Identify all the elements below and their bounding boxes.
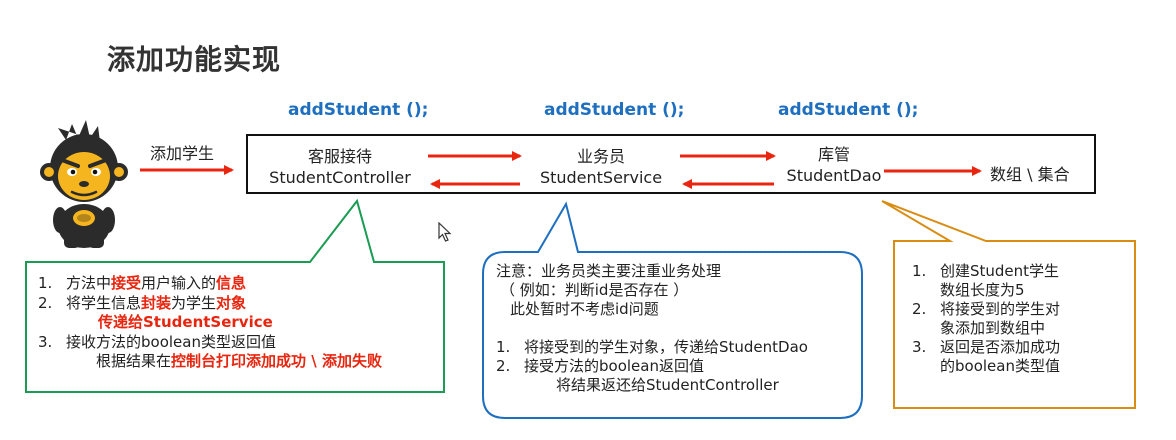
note-line: 注意：业务员类主要注重业务处理 xyxy=(496,262,722,280)
list-item: 3. 接收方法的boolean类型返回值 xyxy=(38,333,276,351)
dao-role: 库管 xyxy=(817,145,850,164)
list-item-continuation: 将结果返还给StudentController xyxy=(556,376,779,394)
list-item: 3. 返回是否添加成功 xyxy=(912,338,1061,356)
service-class: StudentService xyxy=(539,168,663,187)
dao-method-label: addStudent (); xyxy=(778,100,919,120)
list-item: 2. 接受方法的boolean返回值 xyxy=(496,357,704,375)
page-title: 添加功能实现 xyxy=(107,43,282,76)
service-note-outline xyxy=(482,201,863,419)
list-item-continuation: 的boolean类型值 xyxy=(940,357,1060,375)
storage-label: 数组 \ 集合 xyxy=(990,165,1070,184)
dao-class: StudentDao xyxy=(786,166,882,185)
controller-role: 客服接待 xyxy=(307,147,372,166)
note-line: 此处暂时不考虑id问题 xyxy=(510,300,659,318)
list-item: 1. 方法中接受用户输入的信息 xyxy=(38,274,247,292)
list-item-continuation: 根据结果在控制台打印添加成功 \ 添加失败 xyxy=(96,352,382,370)
controller-node: 客服接待 StudentController xyxy=(256,146,424,188)
dao-note-outline xyxy=(881,200,1136,409)
service-role: 业务员 xyxy=(576,147,625,166)
dao-node: 库管 StudentDao xyxy=(772,144,896,186)
flow-container xyxy=(246,134,1096,194)
list-item-continuation: 数组长度为5 xyxy=(940,281,1025,299)
controller-method-label: addStudent (); xyxy=(288,100,429,120)
controller-note-outline xyxy=(25,198,445,393)
controller-note: 1. 方法中接受用户输入的信息 2. 将学生信息封装为学生对象 传递给Stude… xyxy=(38,274,382,371)
mouse-cursor-icon xyxy=(438,221,452,246)
service-method-label: addStudent (); xyxy=(544,100,685,120)
service-note: 注意：业务员类主要注重业务处理 （ 例如：判断id是否存在 ） 此处暂时不考虑i… xyxy=(496,262,808,395)
list-item: 1. 将接受到的学生对象，传递给StudentDao xyxy=(496,338,808,356)
list-item-continuation: 传递给StudentService xyxy=(98,313,273,331)
controller-class: StudentController xyxy=(269,168,411,187)
input-label: 添加学生 xyxy=(150,144,215,163)
list-item: 1. 创建Student学生 xyxy=(912,262,1060,280)
list-item: 2. 将接受到的学生对 xyxy=(912,300,1061,318)
list-item: 2. 将学生信息封装为学生对象 xyxy=(38,294,247,312)
dao-note: 1. 创建Student学生 数组长度为5 2. 将接受到的学生对 象添加到数组… xyxy=(912,262,1060,376)
list-item-continuation: 象添加到数组中 xyxy=(940,319,1046,337)
service-node: 业务员 StudentService xyxy=(526,146,676,188)
note-line: （ 例如：判断id是否存在 ） xyxy=(500,281,689,299)
monkey-mascot-icon xyxy=(38,116,128,255)
